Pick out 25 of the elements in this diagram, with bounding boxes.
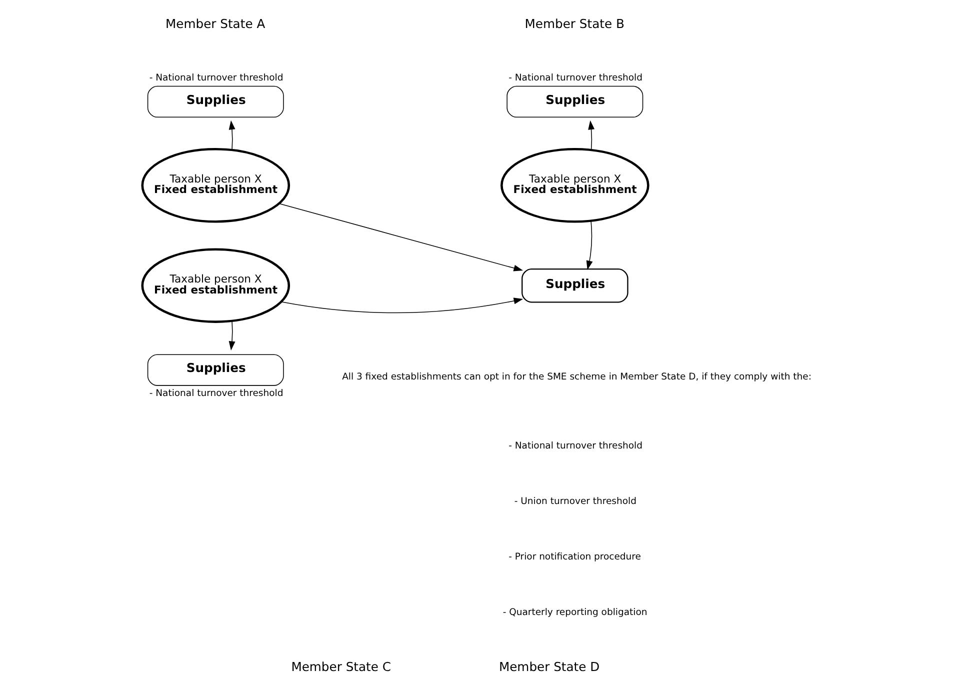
node-box: Supplies [147,86,284,118]
label: Member State A [166,16,266,31]
node-label: - National turnover threshold [149,72,284,84]
label: - Quarterly reporting obligation [502,606,648,618]
node-label: - National turnover threshold [149,388,284,399]
node-label: - National turnover threshold [508,72,642,84]
label: Member State D [498,660,600,674]
label: Member State C [291,660,391,674]
arrow [278,203,523,272]
node-ellipse: Taxable person X Fixed establishment [500,148,650,223]
arrow [586,220,593,270]
node-box: Supplies [506,86,644,118]
label: All 3 fixed establishments can opt in for the SME scheme in Member State D, if they comply with the: [342,371,812,382]
label: Member State B [524,16,624,31]
label: - National turnover threshold [508,440,642,452]
arrow [588,120,595,150]
label: - Prior notification procedure [508,551,641,562]
label: - Union turnover threshold [514,496,636,507]
node-ellipse: Taxable person X Fixed establishment [141,148,290,223]
arrow [228,120,236,150]
node-box: Supplies [147,354,284,386]
node-ellipse: Taxable person X Fixed establishment [141,248,290,323]
arrow [281,298,524,314]
arrow [228,320,236,351]
node-box: Supplies [522,268,628,303]
